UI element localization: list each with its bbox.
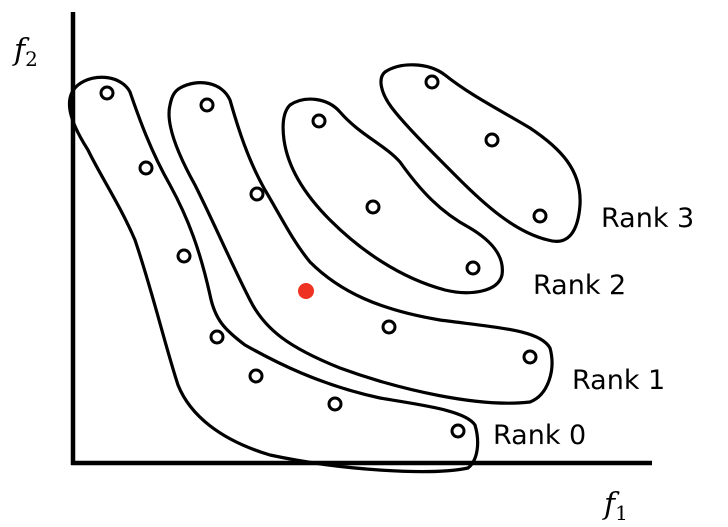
- solution-point: [532, 208, 548, 224]
- y-axis-label: f2: [12, 33, 38, 71]
- solution-point: [450, 423, 466, 439]
- solution-point: [484, 132, 500, 148]
- solution-point: [311, 113, 327, 129]
- solution-point: [209, 329, 225, 345]
- rank-2-label: Rank 2: [533, 270, 626, 301]
- solution-point: [199, 97, 215, 113]
- rank-1-label: Rank 1: [572, 365, 665, 396]
- rank-2-points: [311, 113, 481, 276]
- rank-1-region: [167, 81, 554, 405]
- solution-point: [327, 396, 343, 412]
- rank-0-points: [99, 85, 466, 439]
- solution-point: [465, 260, 481, 276]
- solution-point: [99, 85, 115, 101]
- rank-0-region: [67, 75, 480, 474]
- rank-1-points: [199, 97, 538, 365]
- solution-point: [522, 349, 538, 365]
- solution-point: [381, 319, 397, 335]
- rank-3-points: [424, 74, 548, 224]
- rank-3-region: [379, 63, 582, 243]
- solution-point: [176, 248, 192, 264]
- solution-point: [248, 368, 264, 384]
- rank-2-region: [281, 97, 504, 295]
- solution-point: [138, 160, 154, 176]
- solution-point: [365, 199, 381, 215]
- rank-3-label: Rank 3: [601, 203, 694, 234]
- highlighted-solution-point: [298, 283, 314, 299]
- solution-point: [249, 186, 265, 202]
- solution-point: [424, 74, 440, 90]
- rank-0-label: Rank 0: [493, 420, 586, 451]
- x-axis-label: f1: [602, 487, 628, 525]
